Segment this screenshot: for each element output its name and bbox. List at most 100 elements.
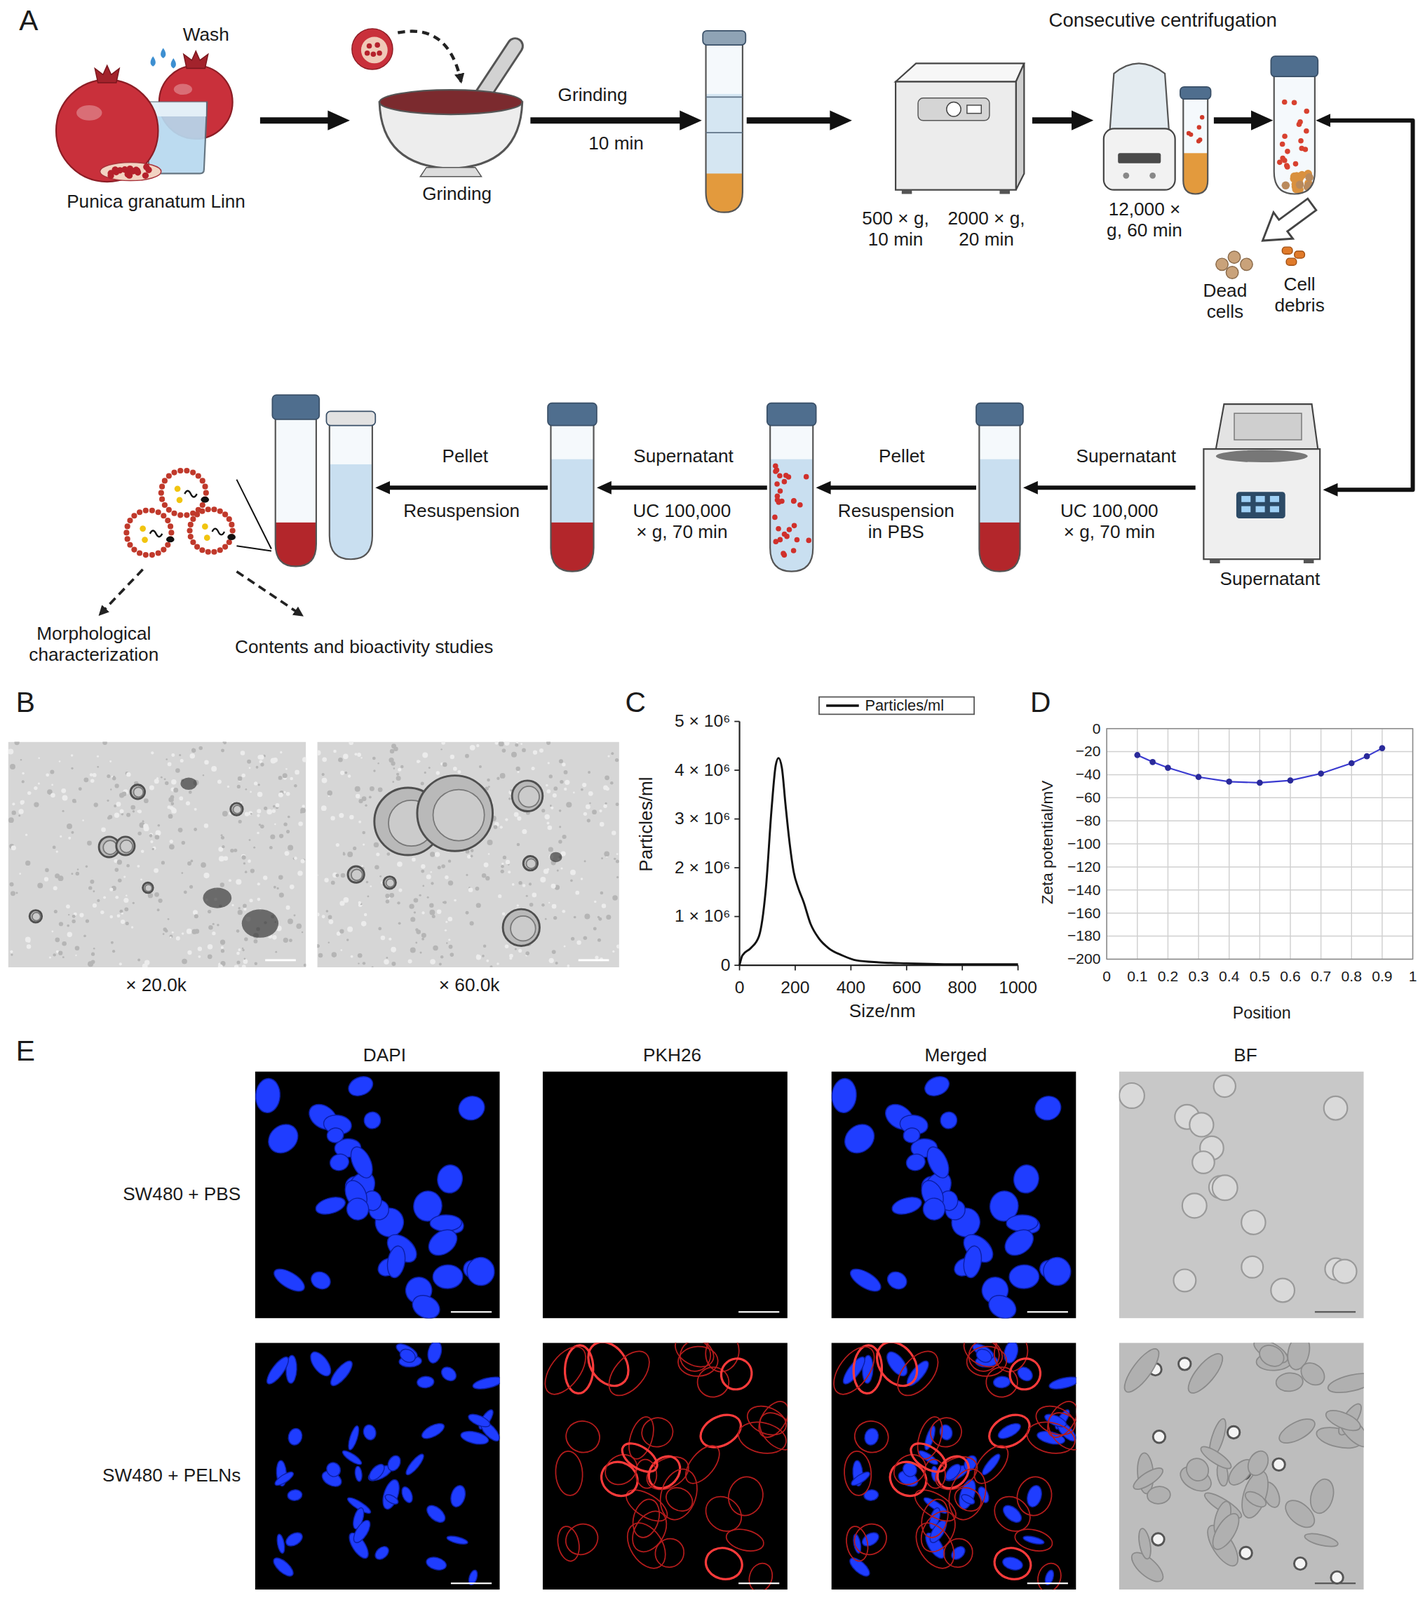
microscopy-image xyxy=(1280,1495,1320,1533)
leader-line xyxy=(236,545,271,551)
tube-illustration xyxy=(791,497,797,504)
microscopy-image xyxy=(738,1582,780,1584)
tem-image xyxy=(420,781,425,786)
microscopy-image xyxy=(399,1485,415,1505)
mortar-illustration xyxy=(376,50,383,57)
homogenate-tube-illustration xyxy=(706,93,743,215)
tem-image xyxy=(169,936,172,939)
zeta-potential-chart xyxy=(1195,773,1202,780)
vesicle-illustration xyxy=(199,502,206,508)
ultracentrifuge-illustration xyxy=(1303,558,1315,564)
callout-label: Dead cells xyxy=(1194,279,1256,322)
tem-image xyxy=(318,953,323,958)
microscopy-image xyxy=(270,1554,296,1580)
axis-tick: 0 xyxy=(734,977,745,998)
vesicle-illustration xyxy=(136,549,143,556)
tem-image xyxy=(340,770,345,775)
microscopy-image xyxy=(1119,1342,1364,1590)
tem-image xyxy=(220,748,225,753)
tem-image xyxy=(270,758,277,764)
tem-image xyxy=(283,791,286,794)
tem-image xyxy=(198,746,203,751)
tem-image xyxy=(279,892,285,898)
tem-image xyxy=(448,944,454,949)
callout-arrow xyxy=(1294,251,1306,259)
microscopy-image xyxy=(283,1529,305,1549)
tem-image xyxy=(21,772,25,775)
microscopy-image xyxy=(1272,1457,1285,1470)
microscopy-image xyxy=(914,1504,963,1558)
axis-tick: −180 xyxy=(1067,927,1102,944)
tem-image xyxy=(272,934,278,940)
tem-image xyxy=(330,815,335,820)
tem-image xyxy=(207,909,212,914)
homogenate-tube-illustration xyxy=(706,96,743,98)
microscopy-image xyxy=(542,1070,788,1318)
microscopy-image xyxy=(542,1342,594,1401)
microcentrifuge-illustration xyxy=(1103,63,1212,196)
vesicle-illustration xyxy=(186,527,193,533)
tem-image xyxy=(178,827,184,833)
tem-image xyxy=(605,786,610,791)
tem-image xyxy=(377,927,382,931)
microscopy-image xyxy=(1227,1425,1240,1438)
centrifuge-illustration xyxy=(901,190,913,195)
tem-image xyxy=(185,800,191,806)
tem-image xyxy=(121,912,124,915)
size-distribution-chart xyxy=(734,915,740,918)
tem-image xyxy=(573,915,577,919)
microscopy-image xyxy=(918,1193,950,1225)
tem-image xyxy=(51,784,54,787)
tem-image xyxy=(235,878,242,885)
tem-image xyxy=(9,950,13,954)
tem-image xyxy=(21,779,25,783)
tem-image xyxy=(578,958,610,961)
tem-image xyxy=(347,926,353,933)
pellet-tube xyxy=(547,401,597,574)
tem-image xyxy=(528,882,532,886)
tube-illustration xyxy=(781,531,788,538)
vesicle-illustration xyxy=(164,542,171,548)
tem-image xyxy=(25,936,31,942)
zeta-potential-chart xyxy=(1106,728,1413,960)
edge-label: UC 100,000 × g, 70 min xyxy=(625,500,738,543)
tem-image xyxy=(116,801,122,807)
tem-image xyxy=(143,882,154,893)
tem-image xyxy=(117,859,123,865)
tem-image xyxy=(131,925,134,928)
microscopy-image xyxy=(1242,1488,1269,1510)
tem-image xyxy=(442,901,445,904)
tube-illustration xyxy=(547,403,597,426)
tem-image xyxy=(514,947,517,950)
tem-image xyxy=(92,903,97,908)
tem-image xyxy=(607,754,610,757)
tem-image xyxy=(110,788,112,790)
vesicle-illustration xyxy=(136,509,143,515)
tem-image xyxy=(294,770,300,775)
tem-image xyxy=(88,885,92,890)
tem-image xyxy=(171,807,177,814)
tem-image xyxy=(89,879,94,884)
column-header: BF xyxy=(1233,1044,1257,1066)
tem-image xyxy=(33,801,39,807)
microscopy-image xyxy=(927,1517,950,1545)
tem-image xyxy=(563,945,566,948)
tube-illustration xyxy=(780,550,787,557)
axis-tick: 0.5 xyxy=(1249,967,1271,985)
tem-image xyxy=(548,901,550,904)
debris-tube-illustration xyxy=(1284,164,1291,170)
microscopy-image xyxy=(1031,1092,1064,1124)
debris-tube-illustration xyxy=(1281,180,1291,190)
step-label: Punica granatum Linn xyxy=(66,190,246,212)
tem-image xyxy=(445,920,448,923)
tem-image xyxy=(426,873,432,879)
tem-image xyxy=(150,840,153,843)
pomegranate-illustration xyxy=(142,172,149,179)
debris-tube-illustration xyxy=(1274,74,1315,194)
vesicle-illustration xyxy=(149,507,155,514)
vesicle-illustration xyxy=(226,516,233,522)
zeta-potential-chart xyxy=(1287,777,1294,784)
axis-tick: 5 × 10⁶ xyxy=(674,711,731,731)
tem-image xyxy=(545,784,549,787)
size-distribution-chart xyxy=(739,758,1019,965)
